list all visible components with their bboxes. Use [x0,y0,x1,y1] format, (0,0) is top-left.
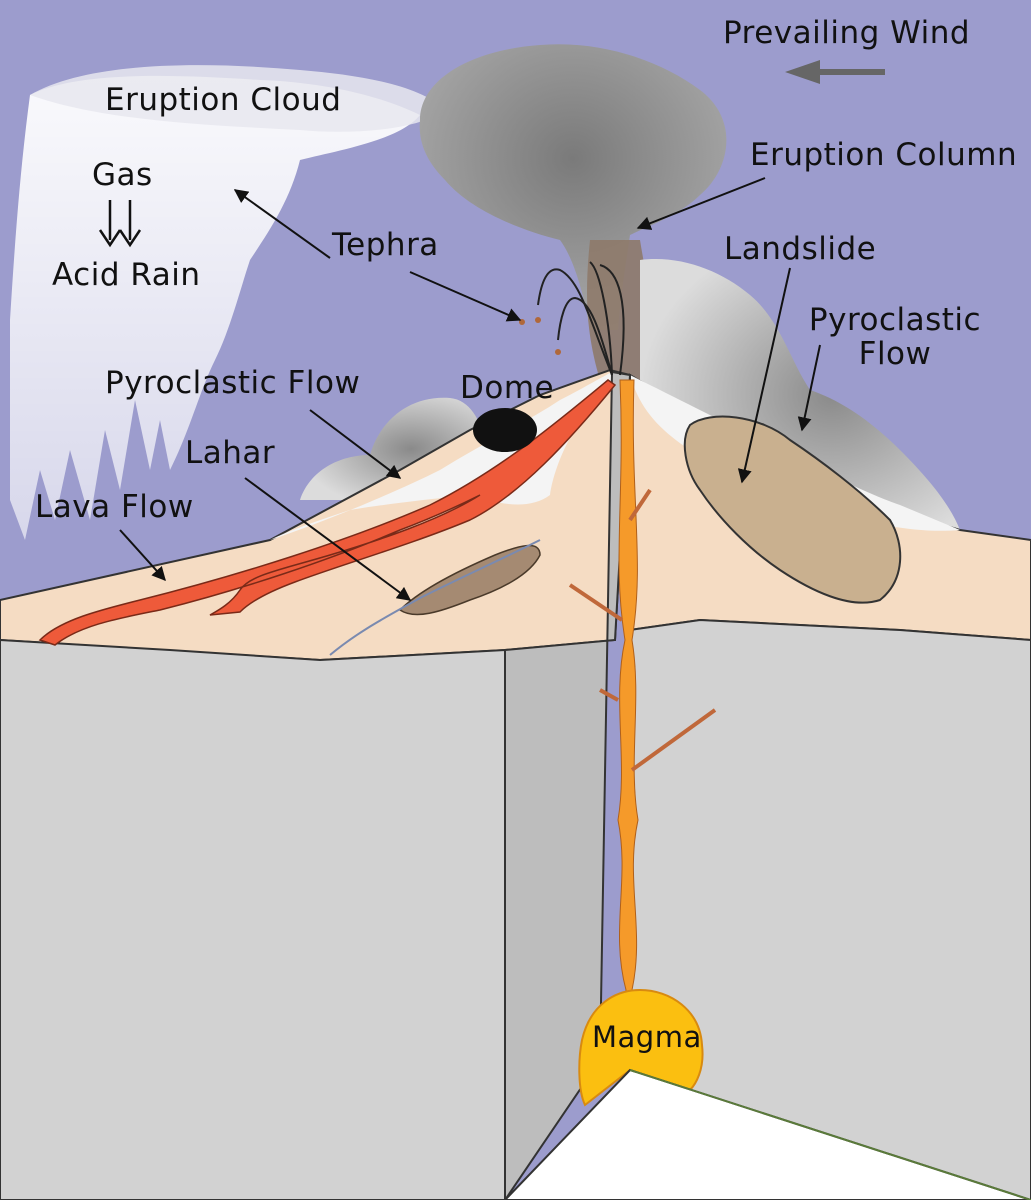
tephra-trajectories [537,261,625,376]
label-pointers [119,177,821,601]
eruption-plume [419,44,727,330]
prevailing-wind-arrow [785,60,885,84]
lahar-label: Lahar [185,435,276,471]
pyroclastic-flow-left-label: Pyroclastic Flow [105,365,361,401]
lava-flow-label: Lava Flow [35,489,194,525]
dome-label: Dome [460,370,555,406]
eruption-column-label: Eruption Column [750,137,1018,173]
tephra-label: Tephra [332,227,439,263]
landslide-label: Landslide [724,231,877,267]
eruption-cloud [10,75,420,541]
gas-down-arrows [98,200,142,248]
dikes [568,488,717,772]
lahar [398,544,541,616]
magma-conduit [617,379,639,1071]
lava-dome [473,408,537,452]
magma-label: Magma [592,1020,702,1054]
magma-chamber [578,988,704,1107]
pyroclastic-flow-right-label: Pyroclastic Flow [808,302,982,373]
landslide [683,415,902,604]
eruption-cloud-label: Eruption Cloud [105,82,342,118]
prevailing-wind-label: Prevailing Wind [723,15,971,51]
snow-left [270,372,612,540]
lahar-channel [329,539,541,656]
lava-flow [38,379,617,646]
acid-rain-label: Acid Rain [52,257,201,293]
eruption-cloud-top [30,65,445,132]
block-left-face [0,600,506,1200]
gas-label: Gas [92,157,153,193]
